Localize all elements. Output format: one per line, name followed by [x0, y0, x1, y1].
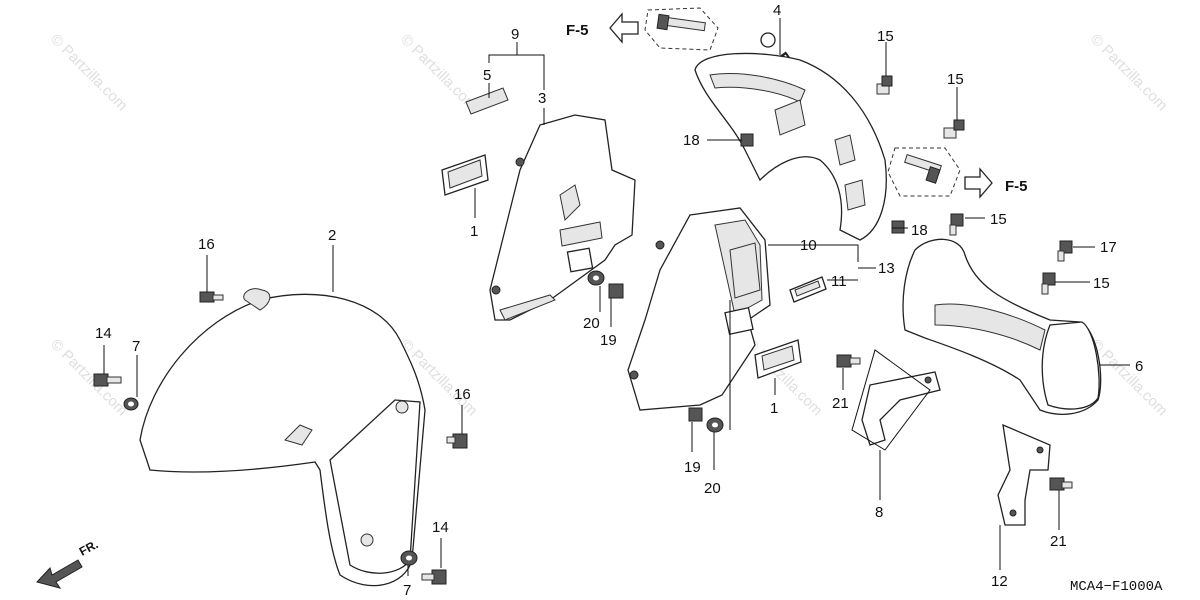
callouts: 9 5 3 1 2 16 14 7 16 14 7 4 15 15 18 18 … — [95, 2, 1143, 599]
clip-icon — [891, 220, 905, 234]
fasteners — [93, 75, 1073, 585]
stay-12 — [997, 423, 1051, 526]
callout-6: 6 — [1135, 358, 1143, 375]
callout-8: 8 — [875, 504, 883, 521]
washer-icon — [587, 270, 605, 286]
bolt-icon — [949, 213, 964, 236]
bolt-icon — [421, 569, 447, 585]
callout-20: 20 — [704, 480, 721, 497]
callout-14: 14 — [95, 325, 112, 342]
callout-15: 15 — [877, 28, 894, 45]
callout-7: 7 — [403, 582, 411, 599]
callout-1: 1 — [470, 223, 478, 240]
ref-label: F-5 — [1005, 178, 1028, 195]
bolt-icon — [836, 354, 861, 368]
callout-4: 4 — [773, 2, 781, 19]
bolt-icon — [199, 291, 224, 303]
clip-icon — [740, 133, 754, 147]
callout-1: 1 — [770, 400, 778, 417]
watermark-text: © Partzilla.com — [1087, 31, 1170, 114]
part-emblem-5 — [465, 87, 509, 115]
copyright-mark-icon — [760, 32, 776, 48]
callout-21: 21 — [1050, 533, 1067, 550]
inner-panel-left — [489, 114, 636, 321]
bolt-icon — [1041, 272, 1056, 295]
front-label: FR. — [77, 537, 101, 558]
callout-14: 14 — [432, 519, 449, 536]
callout-15: 15 — [990, 211, 1007, 228]
callout-13: 13 — [878, 260, 895, 277]
washer-icon — [400, 550, 418, 566]
bolt-icon — [1049, 477, 1073, 491]
part-grille-1-lower — [754, 339, 802, 379]
callout-2: 2 — [328, 227, 336, 244]
inner-fender-4 — [694, 52, 887, 241]
stay-8 — [851, 349, 941, 451]
callout-3: 3 — [538, 90, 546, 107]
watermark-text: © Partzilla.com — [47, 31, 130, 114]
callout-21: 21 — [832, 395, 849, 412]
callout-12: 12 — [991, 573, 1008, 590]
rear-hugger-6 — [902, 238, 1102, 415]
bolt-icon — [876, 75, 893, 95]
ref-f5-right: F-5 — [887, 147, 1028, 199]
bolt-icon — [943, 119, 965, 139]
arrow-right-icon — [964, 167, 993, 199]
front-direction-indicator: FR. — [36, 537, 101, 589]
bolt-icon — [93, 373, 122, 387]
callout-5: 5 — [483, 67, 491, 84]
callout-19: 19 — [684, 459, 701, 476]
callout-10: 10 — [800, 237, 817, 254]
callout-7: 7 — [132, 338, 140, 355]
callout-15: 15 — [1093, 275, 1110, 292]
callout-9: 9 — [511, 26, 519, 43]
callout-20: 20 — [583, 315, 600, 332]
washer-icon — [706, 417, 724, 433]
diagram-code: MCA4−F1000A — [1070, 579, 1163, 595]
part-badge-11 — [789, 276, 827, 303]
arrow-left-icon — [609, 12, 639, 44]
front-arrow-icon — [36, 559, 83, 589]
bolt-icon — [1057, 240, 1073, 262]
ref-f5-top: F-5 — [566, 7, 719, 51]
nut-icon — [608, 283, 624, 299]
nut-icon — [688, 407, 703, 422]
ref-label: F-5 — [566, 22, 589, 39]
front-fender — [139, 288, 426, 587]
inner-panel-center — [627, 207, 771, 411]
callout-19: 19 — [600, 332, 617, 349]
callout-16: 16 — [198, 236, 215, 253]
bolt-icon — [446, 433, 468, 449]
callout-15: 15 — [947, 71, 964, 88]
callout-16: 16 — [454, 386, 471, 403]
callout-11: 11 — [831, 273, 847, 290]
leader-lines — [103, 18, 1130, 576]
part-grille-1-upper — [441, 154, 489, 196]
callout-17: 17 — [1100, 239, 1117, 256]
washer-icon — [123, 397, 139, 411]
callout-18: 18 — [683, 132, 700, 149]
callout-18: 18 — [911, 222, 928, 239]
